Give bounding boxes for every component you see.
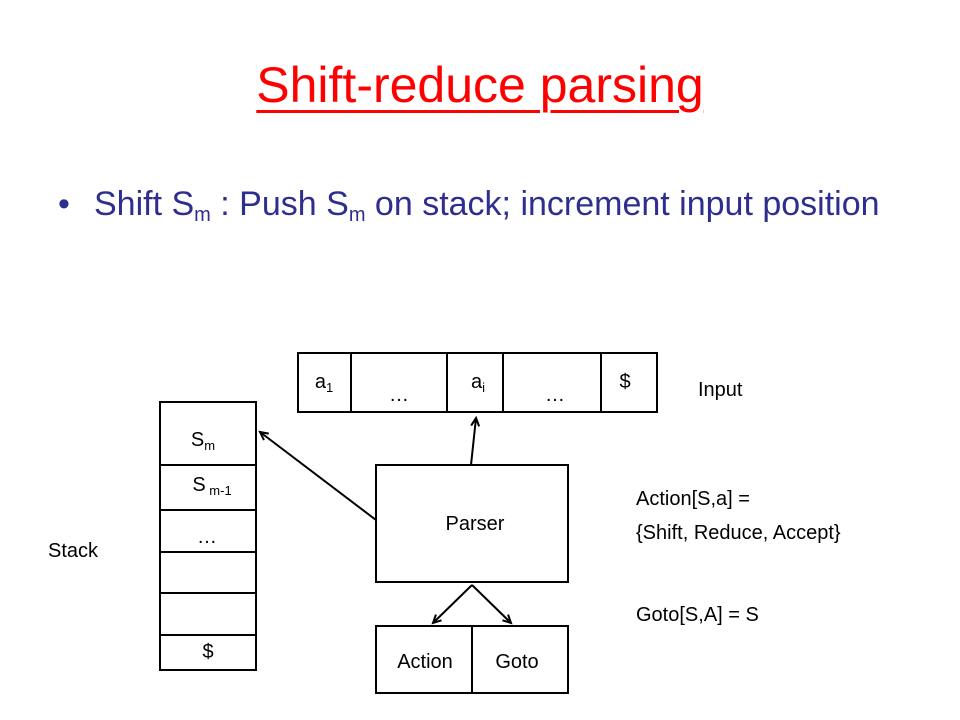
input-label: Input <box>698 379 743 401</box>
input-cell-ellipsis-1: … <box>389 384 409 406</box>
action-note-line2: {Shift, Reduce, Accept} <box>636 522 841 544</box>
action-note-line1: Action[S,a] = <box>636 488 750 510</box>
bullet-text: Shift Sm : Push Sm on stack; increment i… <box>94 185 880 226</box>
stack-cell-sm: Sm <box>191 429 215 453</box>
parser-label: Parser <box>446 513 505 535</box>
slide-title: Shift-reduce parsing <box>256 57 704 113</box>
input-tape: a1 … ai … $ <box>297 352 658 413</box>
goto-table-label: Goto <box>495 651 538 673</box>
input-tape-border <box>297 352 658 413</box>
goto-note: Goto[S,A] = S <box>636 604 759 626</box>
stack-label: Stack <box>48 540 99 562</box>
arrow-parser-to-input <box>470 415 481 466</box>
bullet-marker: • <box>58 185 70 223</box>
stack-cell-sm-1: S m-1 <box>192 474 231 498</box>
parser-box <box>375 464 569 583</box>
input-cell-a1: a1 <box>315 371 333 395</box>
stack-border <box>159 401 257 671</box>
stack-cell-ellipsis: … <box>197 526 217 548</box>
action-table-label: Action <box>397 651 453 673</box>
stack-cell-bottom: $ <box>202 641 213 663</box>
arrow-parser-to-action <box>431 584 473 625</box>
input-cell-ai: ai <box>471 371 485 395</box>
arrow-parser-to-goto <box>471 584 513 625</box>
input-cell-ellipsis-2: … <box>545 384 565 406</box>
stack: Sm S m-1 … $ <box>159 401 257 671</box>
input-cell-end: $ <box>619 371 630 393</box>
arrow-parser-to-stack <box>258 430 377 521</box>
